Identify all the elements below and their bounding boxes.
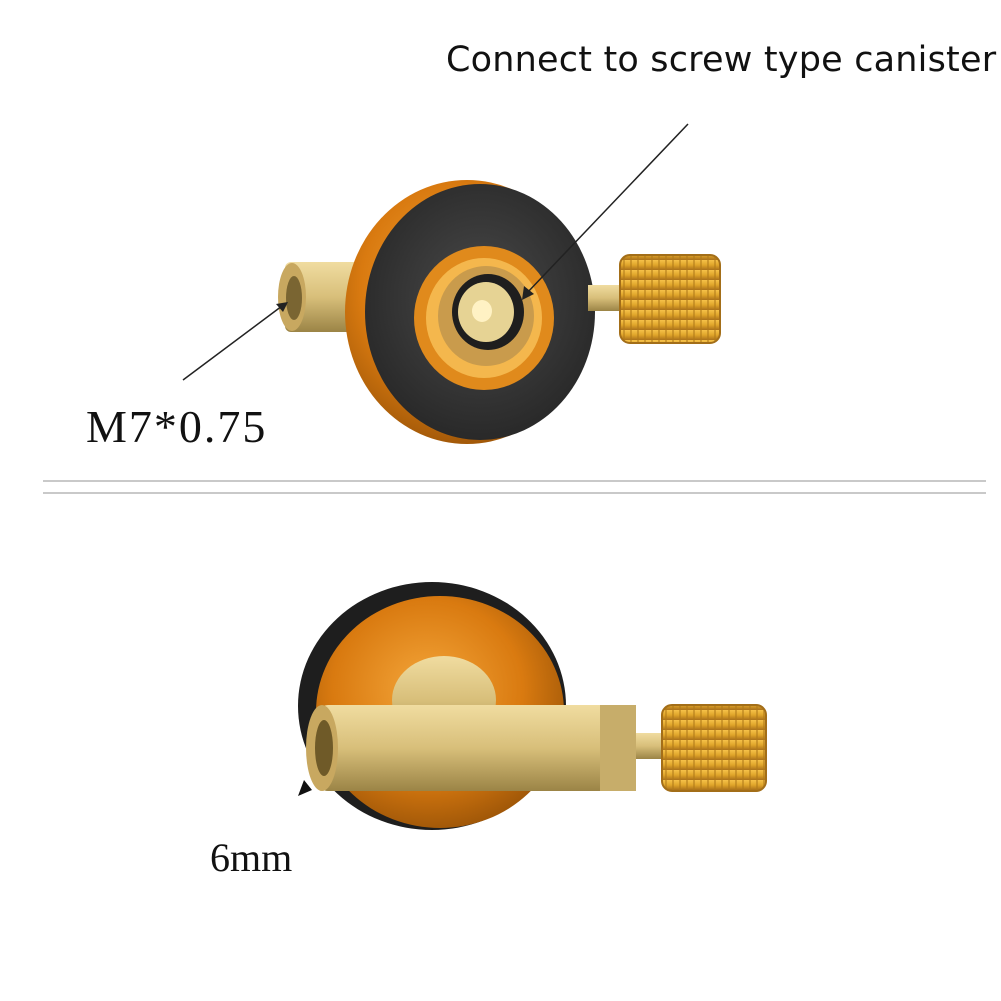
diameter-label: 6mm	[210, 835, 293, 880]
bottom-knob	[636, 704, 767, 792]
left-brass-inlet	[278, 262, 363, 332]
callout-arrow-top	[522, 286, 534, 300]
bottom-brass-tube	[306, 705, 636, 791]
screw-canister-callout: Connect to screw type canister	[446, 40, 997, 80]
thread-spec-label: M7*0.75	[86, 401, 268, 452]
callout-line-top	[525, 123, 689, 295]
bottom-adapter-image	[298, 582, 767, 830]
divider-line-top	[43, 480, 986, 482]
divider-line-bottom	[43, 492, 986, 494]
diameter-arrow	[298, 780, 312, 796]
callout-arrow-thread	[276, 302, 288, 312]
top-adapter-image	[278, 180, 721, 444]
center-screw-port	[414, 246, 554, 390]
callout-line-thread	[182, 305, 283, 381]
right-knob	[588, 254, 721, 344]
